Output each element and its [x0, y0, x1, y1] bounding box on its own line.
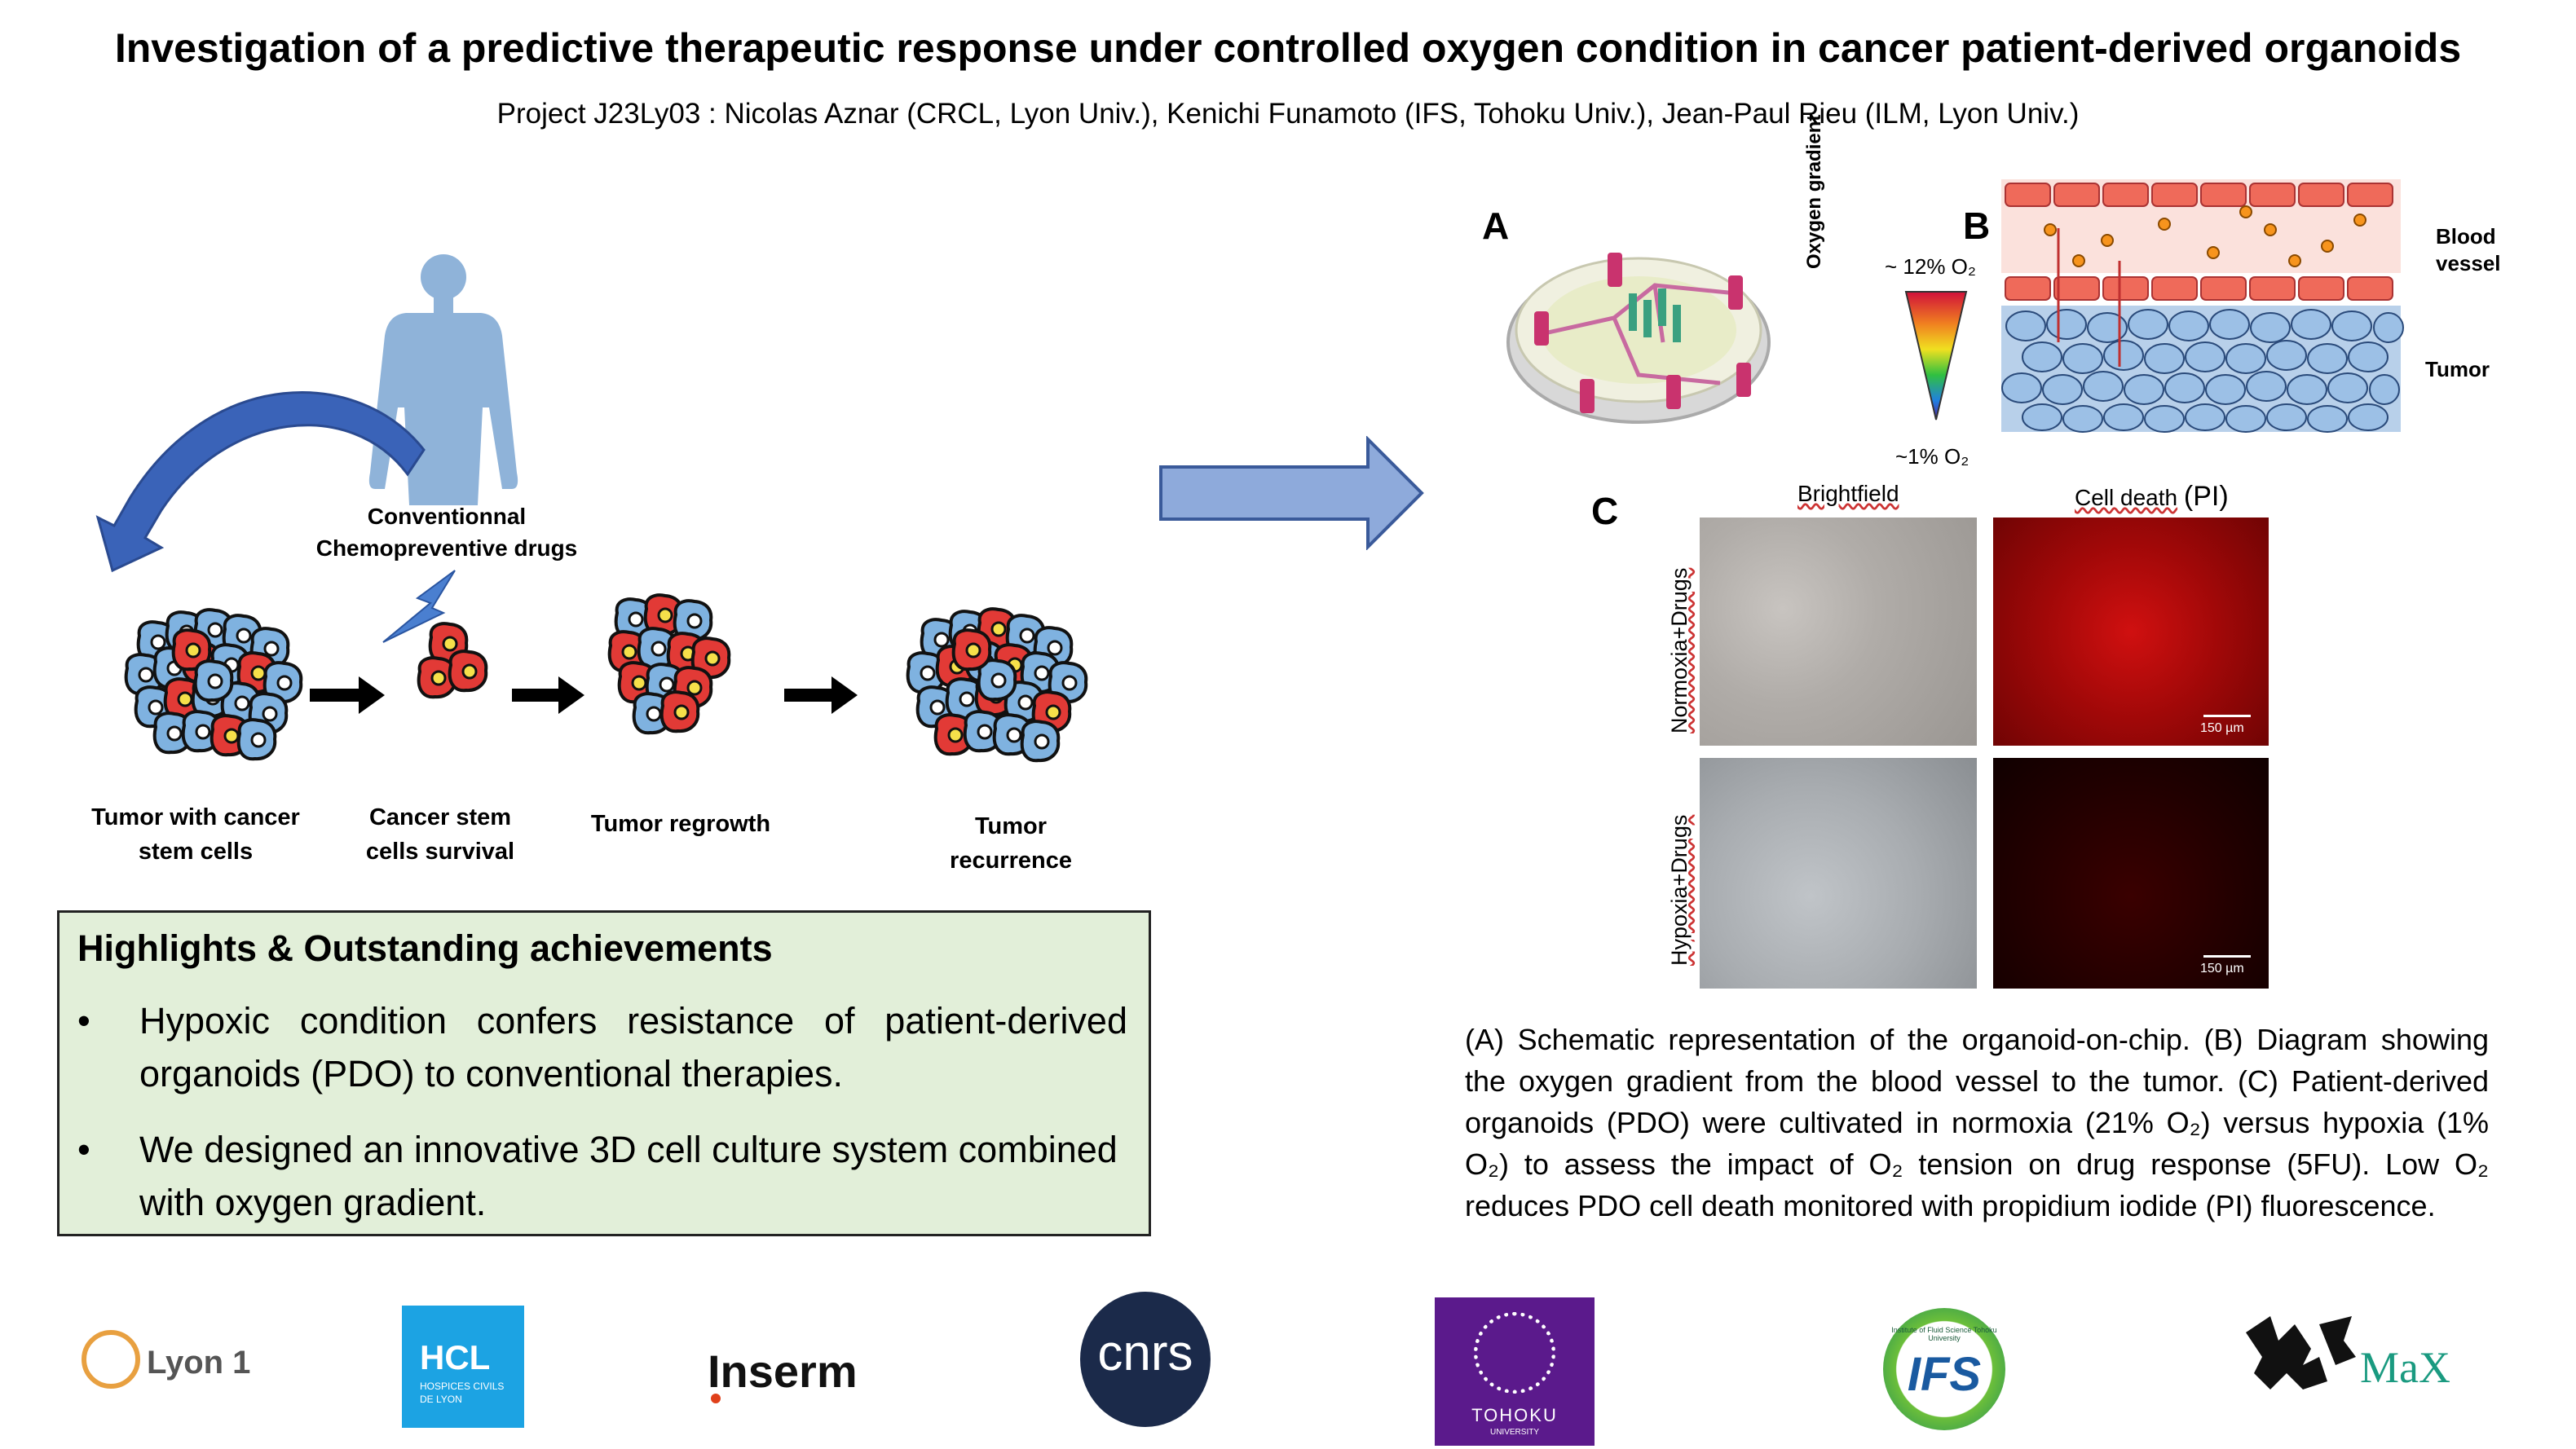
brightfield-hypoxia-image [1700, 758, 1977, 989]
stage-caption: Tumor regrowth [590, 811, 771, 837]
bullet-icon: • [77, 1000, 90, 1042]
flow-arrow [310, 676, 385, 714]
inserm-logo: Inserm [708, 1345, 887, 1410]
scale-bar-label: 150 µm [2200, 962, 2244, 976]
tohoku-logo: TOHOKU UNIVERSITY [1435, 1297, 1595, 1446]
oxygen-gradient-triangle [1904, 291, 1968, 421]
panel-c-label: C [1591, 490, 1619, 532]
lightning-icon [382, 570, 456, 643]
row-normoxia-label: Normoxia+Drugs [1667, 567, 1692, 733]
blood-vessel-label-2: vessel [2436, 251, 2501, 275]
tumor-label: Tumor [2425, 357, 2490, 381]
pi-normoxia-image: 150 µm [1993, 518, 2269, 746]
surviving-stem-cells [417, 622, 488, 699]
recurrence-curve-arrow [95, 391, 426, 573]
brightfield-normoxia-image [1700, 518, 1977, 746]
elyt-glyph-icon [2246, 1316, 2356, 1390]
flow-arrow [784, 676, 858, 714]
panel-b-label: B [1963, 205, 1991, 247]
panel-a-label: A [1482, 205, 1510, 247]
blood-vessel-tumor-diagram [2001, 179, 2404, 433]
drug-label-line1: Conventionnal [368, 504, 526, 529]
regrowth-cluster [607, 593, 731, 735]
tumor-cluster [124, 608, 303, 761]
organoid-chip-illustration [1506, 253, 1771, 424]
highlights-box: Highlights & Outstanding achievements • … [57, 910, 1151, 1236]
figure-caption: (A) Schematic representation of the orga… [1465, 1023, 2489, 1222]
human-silhouette-icon [368, 254, 518, 505]
scale-bar-label: 150 µm [2200, 721, 2244, 735]
flow-arrow [512, 676, 584, 714]
o2-high-label: ~ 12% O₂ [1885, 254, 1976, 279]
highlights-heading: Highlights & Outstanding achievements [77, 927, 773, 969]
o2-low-label: ~1% O₂ [1895, 444, 1969, 469]
center-arrow-icon [1159, 436, 1424, 550]
tumor-recurrence-schematic: Conventionnal Chemopreventive drugs [95, 254, 1088, 763]
brightfield-header: Brightfield [1797, 481, 1899, 506]
page-title: Investigation of a predictive therapeuti… [114, 25, 2462, 71]
drug-label-line2: Chemopreventive drugs [316, 535, 578, 561]
blood-vessel-label-1: Blood [2436, 224, 2496, 249]
hcl-logo: HCL HOSPICES CIVILS DE LYON [402, 1306, 524, 1428]
project-authors: Project J23Ly03 : Nicolas Aznar (CRCL, L… [496, 98, 2080, 130]
pi-hypoxia-image: 150 µm [1993, 758, 2269, 989]
highlight-item: • We designed an innovative 3D cell cult… [77, 1123, 1129, 1237]
cnrs-logo: cnrs [1080, 1292, 1211, 1427]
recurrence-cluster [906, 607, 1088, 763]
oxygen-gradient-label: Oxygen gradient [1803, 114, 1825, 269]
cell-death-header: Cell death (PI) [2075, 481, 2229, 512]
lyon1-logo: Lyon 1 [82, 1328, 253, 1394]
ifs-logo: Institute of Fluid Science Tohoku Univer… [1883, 1308, 2005, 1430]
row-hypoxia-label: Hypoxia+Drugs [1667, 814, 1692, 966]
highlight-item: • Hypoxic condition confers resistance o… [77, 994, 1129, 1108]
elytmax-logo: MaX [2238, 1308, 2482, 1406]
bullet-icon: • [77, 1129, 90, 1170]
